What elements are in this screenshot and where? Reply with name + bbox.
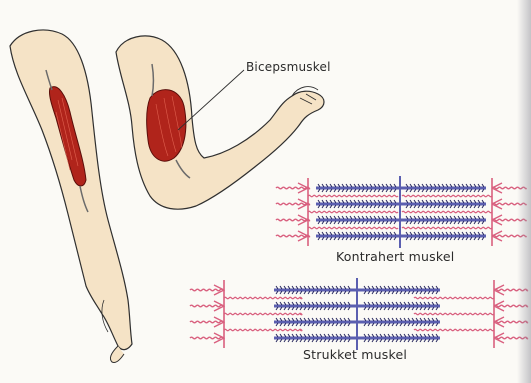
- page-edge-shadow: [517, 0, 531, 383]
- contracted-muscle-label: Kontrahert muskel: [336, 249, 454, 264]
- straight-arm: [10, 30, 132, 363]
- stretched-muscle-label: Strukket muskel: [303, 347, 407, 362]
- stretched-sarcomere: [190, 278, 528, 350]
- contracted-sarcomere: [276, 176, 526, 248]
- biceps-label: Bicepsmuskel: [246, 60, 331, 74]
